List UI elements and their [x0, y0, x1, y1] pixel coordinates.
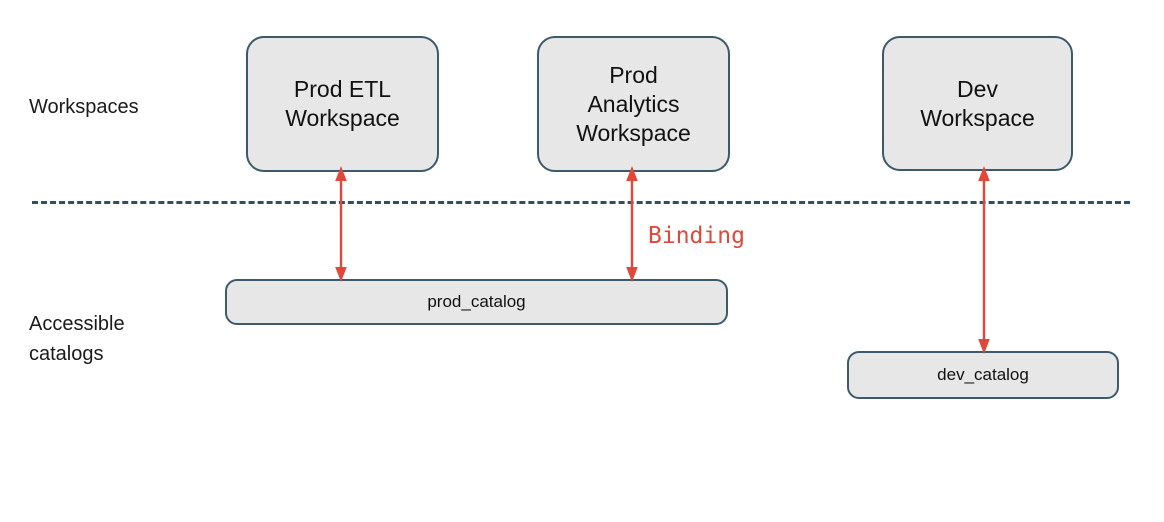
- row-label-workspaces: Workspaces: [29, 96, 139, 118]
- node-prod-catalog-label: prod_catalog: [427, 292, 526, 311]
- node-prod-etl-workspace-label: Prod ETL Workspace: [285, 76, 400, 131]
- node-prod-analytics-workspace[interactable]: Prod Analytics Workspace: [537, 36, 730, 172]
- binding-arrow-prod-etl-to-prod-catalog: [335, 166, 347, 282]
- node-prod-analytics-workspace-label: Prod Analytics Workspace: [576, 61, 691, 146]
- binding-annotation-label: Binding: [648, 223, 745, 249]
- node-dev-workspace[interactable]: Dev Workspace: [882, 36, 1073, 171]
- row-label-accessible-catalogs: Accessible catalogs: [29, 313, 125, 365]
- divider-dashed-line: [32, 201, 1130, 204]
- node-prod-etl-workspace[interactable]: Prod ETL Workspace: [246, 36, 439, 172]
- binding-arrow-dev-to-dev-catalog: [978, 166, 990, 354]
- node-dev-catalog-label: dev_catalog: [937, 365, 1029, 384]
- node-dev-workspace-label: Dev Workspace: [920, 75, 1035, 131]
- binding-arrow-prod-analytics-to-prod-catalog: [626, 166, 638, 282]
- node-prod-catalog[interactable]: prod_catalog: [225, 279, 728, 325]
- node-dev-catalog[interactable]: dev_catalog: [847, 351, 1119, 399]
